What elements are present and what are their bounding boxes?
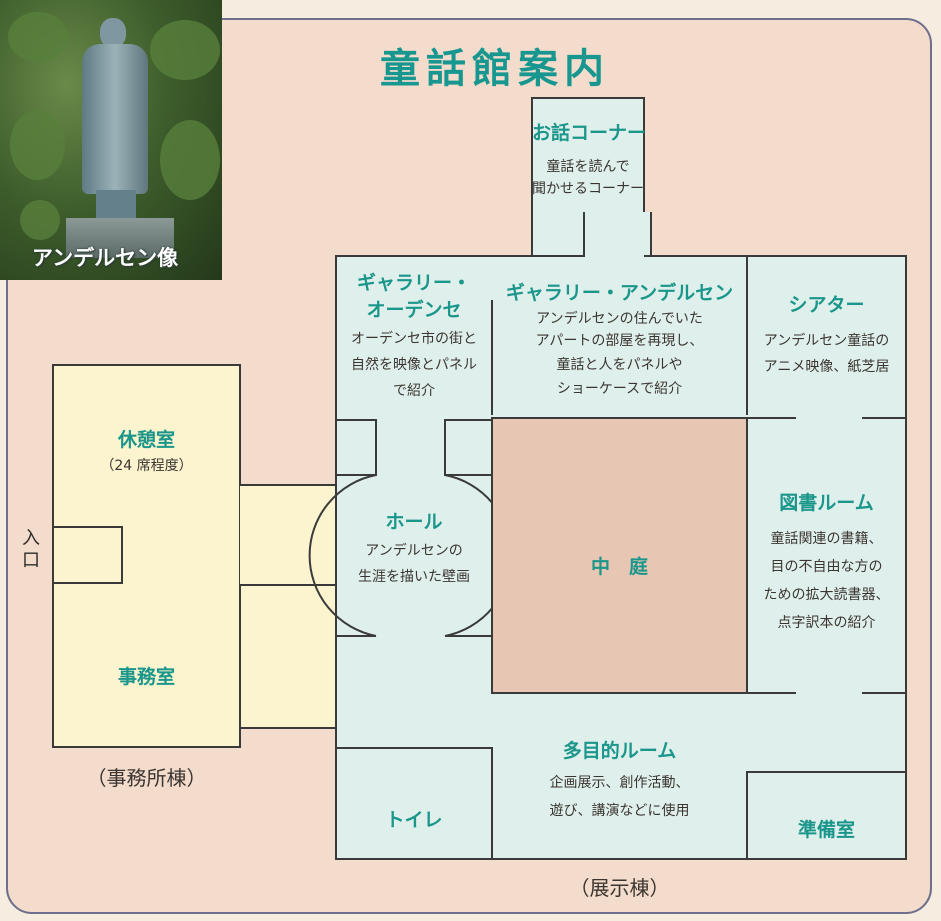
rest-room-name: 休憩室	[117, 429, 175, 451]
gallery-andersen-detail-4: ショーケースで紹介	[556, 381, 683, 397]
story-corner-detail-2: 聞かせるコーナー	[532, 181, 644, 197]
exhibit-building-label: （展示棟）	[569, 876, 670, 900]
library-detail-2: 目の不自由な方の	[770, 559, 883, 575]
gallery-odense-detail-1: オーデンセ市の街と	[351, 331, 477, 347]
library-detail-4: 点字訳本の紹介	[777, 615, 876, 631]
prep-room	[746, 771, 907, 860]
gallery-andersen-detail-2: アパートの部屋を再現し、	[535, 333, 704, 349]
page-title: 童話館案内	[380, 46, 610, 92]
hall-name: ホール	[385, 511, 443, 533]
statue-pedestal	[66, 218, 174, 258]
library-name: 図書ルーム	[779, 492, 874, 514]
hall-detail-1: アンデルセンの	[365, 543, 463, 559]
corridor-lower	[239, 584, 337, 729]
andersen-statue-photo: アンデルセン像	[0, 0, 222, 280]
gallery-andersen-detail-3: 童話と人をパネルや	[556, 357, 683, 373]
office-building-label: （事務所棟）	[86, 766, 207, 790]
gallery-andersen-detail-1: アンデルセンの住んでいた	[536, 311, 703, 327]
gallery-odense-name-2: オーデンセ	[366, 299, 462, 321]
courtyard-name: 中 庭	[590, 556, 648, 578]
alcove-left	[335, 419, 377, 476]
entrance-label: 入口	[22, 528, 40, 571]
library-detail-3: ための拡大読書器、	[763, 587, 890, 603]
toilet-room	[335, 747, 493, 860]
prep-room-name: 準備室	[797, 819, 855, 841]
story-corner-walls-right	[644, 212, 652, 257]
photo-caption: アンデルセン像	[32, 246, 179, 270]
multipurpose-detail-1: 企画展示、創作活動、	[549, 775, 690, 791]
hall-detail-2: 生涯を描いた壁画	[358, 569, 470, 585]
library-detail-1: 童話関連の書籍、	[770, 531, 883, 547]
statue-legs	[96, 190, 136, 220]
toilet-name: トイレ	[385, 809, 443, 831]
statue-head	[100, 18, 126, 48]
alcove-right	[444, 419, 493, 476]
statue-body	[82, 44, 148, 194]
gallery-andersen-name: ギャラリー・アンデルセン	[505, 282, 734, 304]
gallery-odense-detail-2: 自然を映像とパネル	[351, 357, 477, 373]
story-corner-walls	[532, 212, 585, 257]
rest-room-detail: （24 席程度）	[100, 458, 193, 474]
hall-wall-left	[308, 474, 377, 637]
multipurpose-name: 多目的ルーム	[562, 740, 677, 762]
story-corner-detail-1: 童話を読んで	[546, 159, 630, 175]
theater-name: シアター	[788, 294, 865, 316]
theater-detail-2: アニメ映像、紙芝居	[763, 359, 890, 375]
gallery-odense-name-1: ギャラリー・	[356, 272, 471, 294]
story-corner-name: お話コーナー	[532, 122, 647, 144]
gallery-odense-detail-3: で紹介	[393, 383, 435, 399]
entrance-vestibule	[52, 526, 123, 584]
courtyard	[491, 417, 748, 694]
office-room-name: 事務室	[117, 666, 175, 688]
story-corner-passage	[584, 212, 651, 258]
theater-detail-1: アンデルセン童話の	[763, 333, 890, 349]
multipurpose-detail-2: 遊び、講演などに使用	[549, 803, 690, 819]
corridor	[240, 485, 336, 585]
